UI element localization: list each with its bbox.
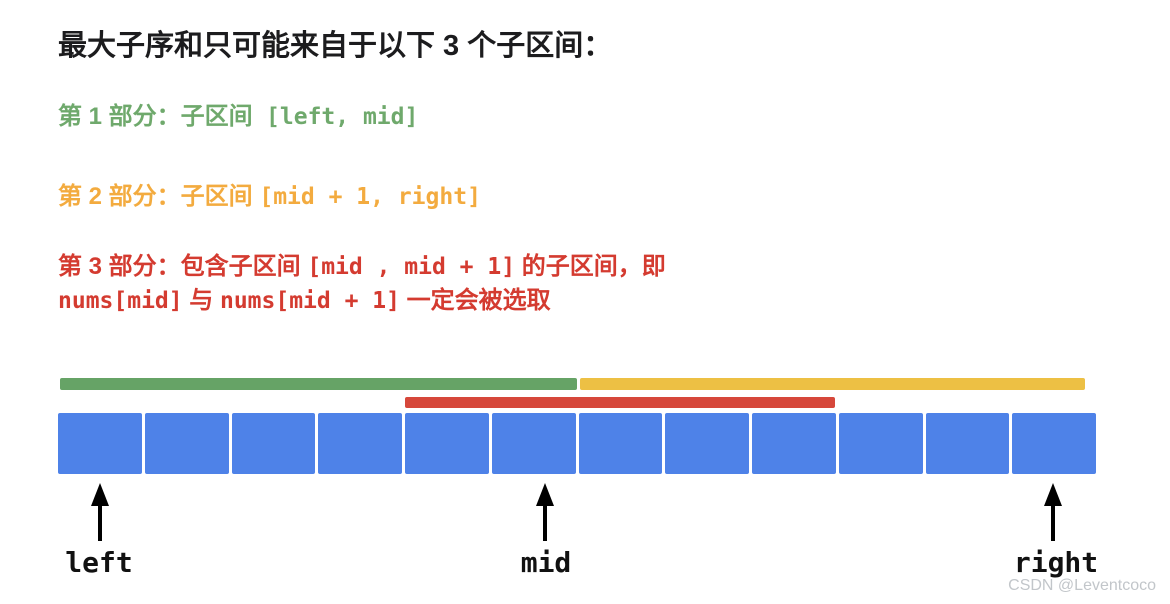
part3-code-text-1: [mid , mid + 1] <box>307 254 516 280</box>
array-cell <box>665 413 749 474</box>
part3-cn-text-1: 第 3 部分：包含子区间 <box>58 253 308 280</box>
csdn-watermark: CSDN @Leventcoco <box>1008 577 1156 594</box>
array-cell <box>144 413 229 474</box>
array-cell <box>578 413 663 474</box>
array-cell <box>838 413 923 474</box>
arrow-up-icon <box>536 483 554 506</box>
part3-cn-text-2: 的子区间，即 <box>515 253 666 280</box>
array-cell <box>405 413 489 474</box>
arrow-up-icon <box>91 483 109 506</box>
array-cell <box>752 413 836 474</box>
left-pointer-arrow <box>91 483 109 541</box>
array-cell <box>231 413 316 474</box>
part3-cn-text-3: 与 <box>182 287 220 314</box>
mid-pointer-arrow <box>536 483 554 541</box>
left-pointer-label: left <box>65 546 133 579</box>
array-cell <box>491 413 576 474</box>
cross-interval-bar <box>405 397 835 408</box>
array-cell <box>58 413 142 474</box>
section-part1: 第 1 部分：子区间 [left, mid] <box>58 100 418 134</box>
right-pointer-arrow <box>1044 483 1062 541</box>
right-pointer-label: right <box>1013 546 1099 579</box>
part2-code-text: [mid + 1, right] <box>259 184 481 210</box>
part3-code-text-2: nums[mid] <box>58 288 183 314</box>
left-interval-bar <box>60 378 577 390</box>
arrow-stem <box>1051 506 1055 541</box>
mid-pointer-label: mid <box>520 546 572 579</box>
arrow-stem <box>98 506 102 541</box>
arrow-stem <box>543 506 547 541</box>
part1-cn-text: 第 1 部分：子区间 <box>58 103 267 130</box>
section-part3: 第 3 部分：包含子区间 [mid , mid + 1] 的子区间，即 nums[… <box>58 250 666 318</box>
section-part2: 第 2 部分：子区间 [mid + 1, right] <box>58 180 481 214</box>
part2-cn-text: 第 2 部分：子区间 <box>58 183 260 210</box>
part1-code-text: [left, mid] <box>266 104 419 130</box>
right-interval-bar <box>580 378 1085 390</box>
arrow-up-icon <box>1044 483 1062 506</box>
part3-code-text-3: nums[mid + 1] <box>219 288 400 314</box>
page-title: 最大子序和只可能来自于以下 3 个子区间： <box>58 30 613 62</box>
array-cell <box>318 413 402 474</box>
array <box>58 413 1096 474</box>
array-cell <box>925 413 1010 474</box>
part3-cn-text-4: 一定会被选取 <box>399 287 551 314</box>
array-cell <box>1012 413 1096 474</box>
